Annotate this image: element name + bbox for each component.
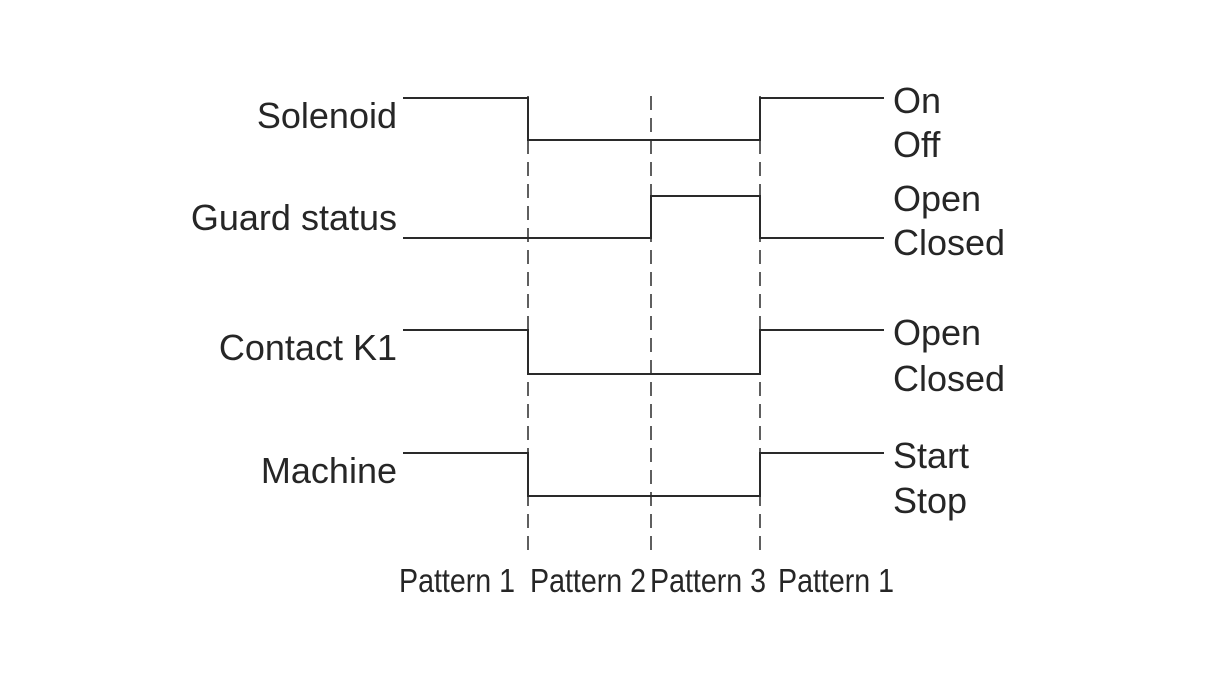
state-high-machine: Start xyxy=(893,435,969,476)
state-low-contact-k1: Closed xyxy=(893,358,1005,399)
waveform-contact-k1 xyxy=(403,329,884,375)
state-high-guard-status: Open xyxy=(893,178,981,219)
waveform-solenoid xyxy=(403,97,884,141)
state-low-solenoid: Off xyxy=(893,124,941,165)
signal-name-solenoid: Solenoid xyxy=(257,95,397,136)
state-low-machine: Stop xyxy=(893,480,967,521)
signal-name-guard-status: Guard status xyxy=(191,197,397,238)
pattern-label-2: Pattern 2 xyxy=(530,562,646,599)
state-high-solenoid: On xyxy=(893,80,941,121)
state-high-contact-k1: Open xyxy=(893,312,981,353)
signal-name-contact-k1: Contact K1 xyxy=(219,327,397,368)
pattern-dividers xyxy=(527,96,761,552)
pattern-label-3: Pattern 3 xyxy=(650,562,766,599)
waveform-guard-status xyxy=(403,195,884,239)
signal-name-machine: Machine xyxy=(261,450,397,491)
state-low-guard-status: Closed xyxy=(893,222,1005,263)
pattern-label-1: Pattern 1 xyxy=(399,562,515,599)
waveform-machine xyxy=(403,452,884,497)
pattern-label-4: Pattern 1 xyxy=(778,562,894,599)
